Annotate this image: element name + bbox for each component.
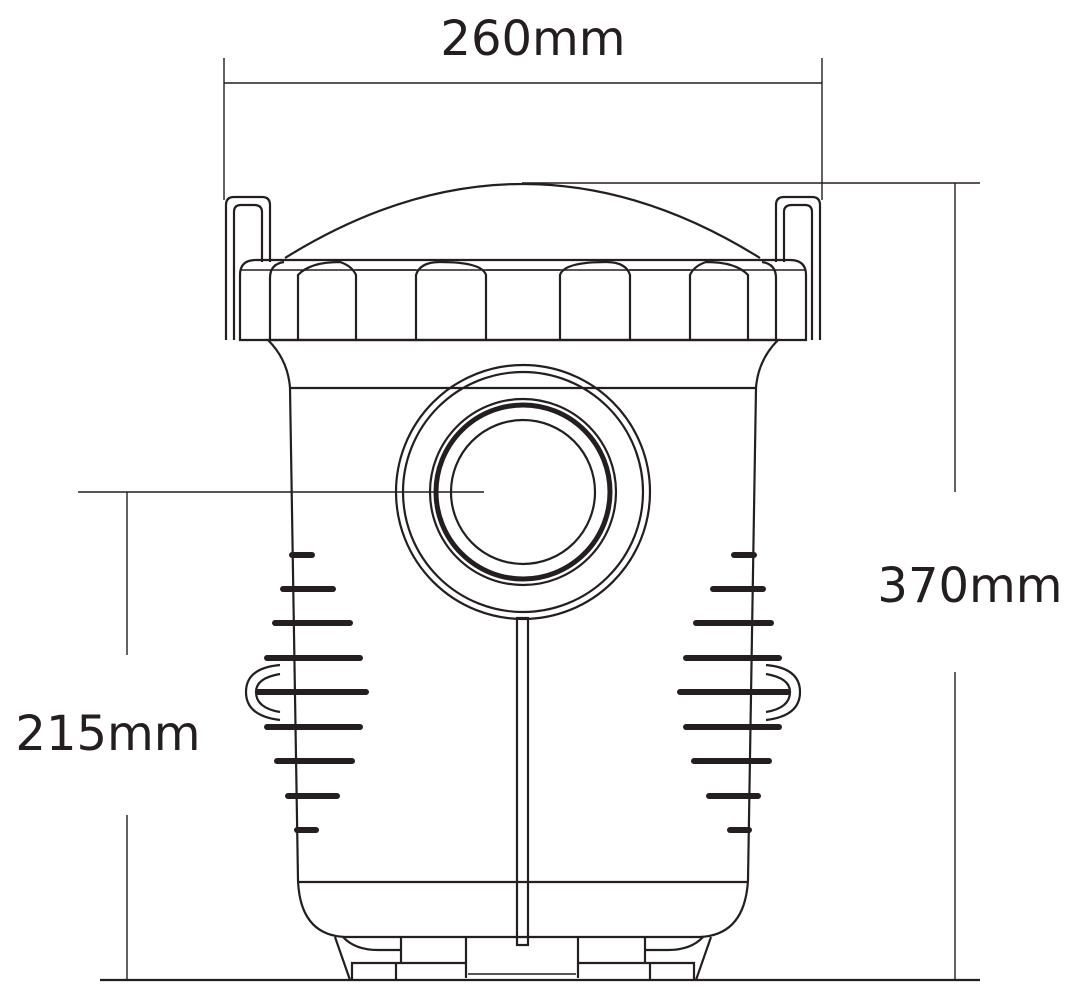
- pump-base: [333, 936, 713, 981]
- right-handle: [774, 195, 822, 340]
- right-fins: [677, 552, 802, 833]
- dome-lid: [284, 182, 761, 259]
- inlet-port: [394, 363, 652, 621]
- inlet-height-label: 215mm: [15, 706, 200, 762]
- drain-stem: [515, 616, 530, 947]
- lid-ring: [238, 258, 808, 342]
- height-label: 370mm: [877, 558, 1062, 614]
- width-dimension: 260mm: [223, 11, 823, 200]
- left-handle: [224, 195, 272, 340]
- pump-body: [265, 338, 781, 939]
- left-fins: [244, 552, 369, 833]
- width-label: 260mm: [440, 11, 625, 67]
- inlet-height-dimension: 215mm: [15, 491, 484, 980]
- height-dimension: 370mm: [522, 182, 1063, 980]
